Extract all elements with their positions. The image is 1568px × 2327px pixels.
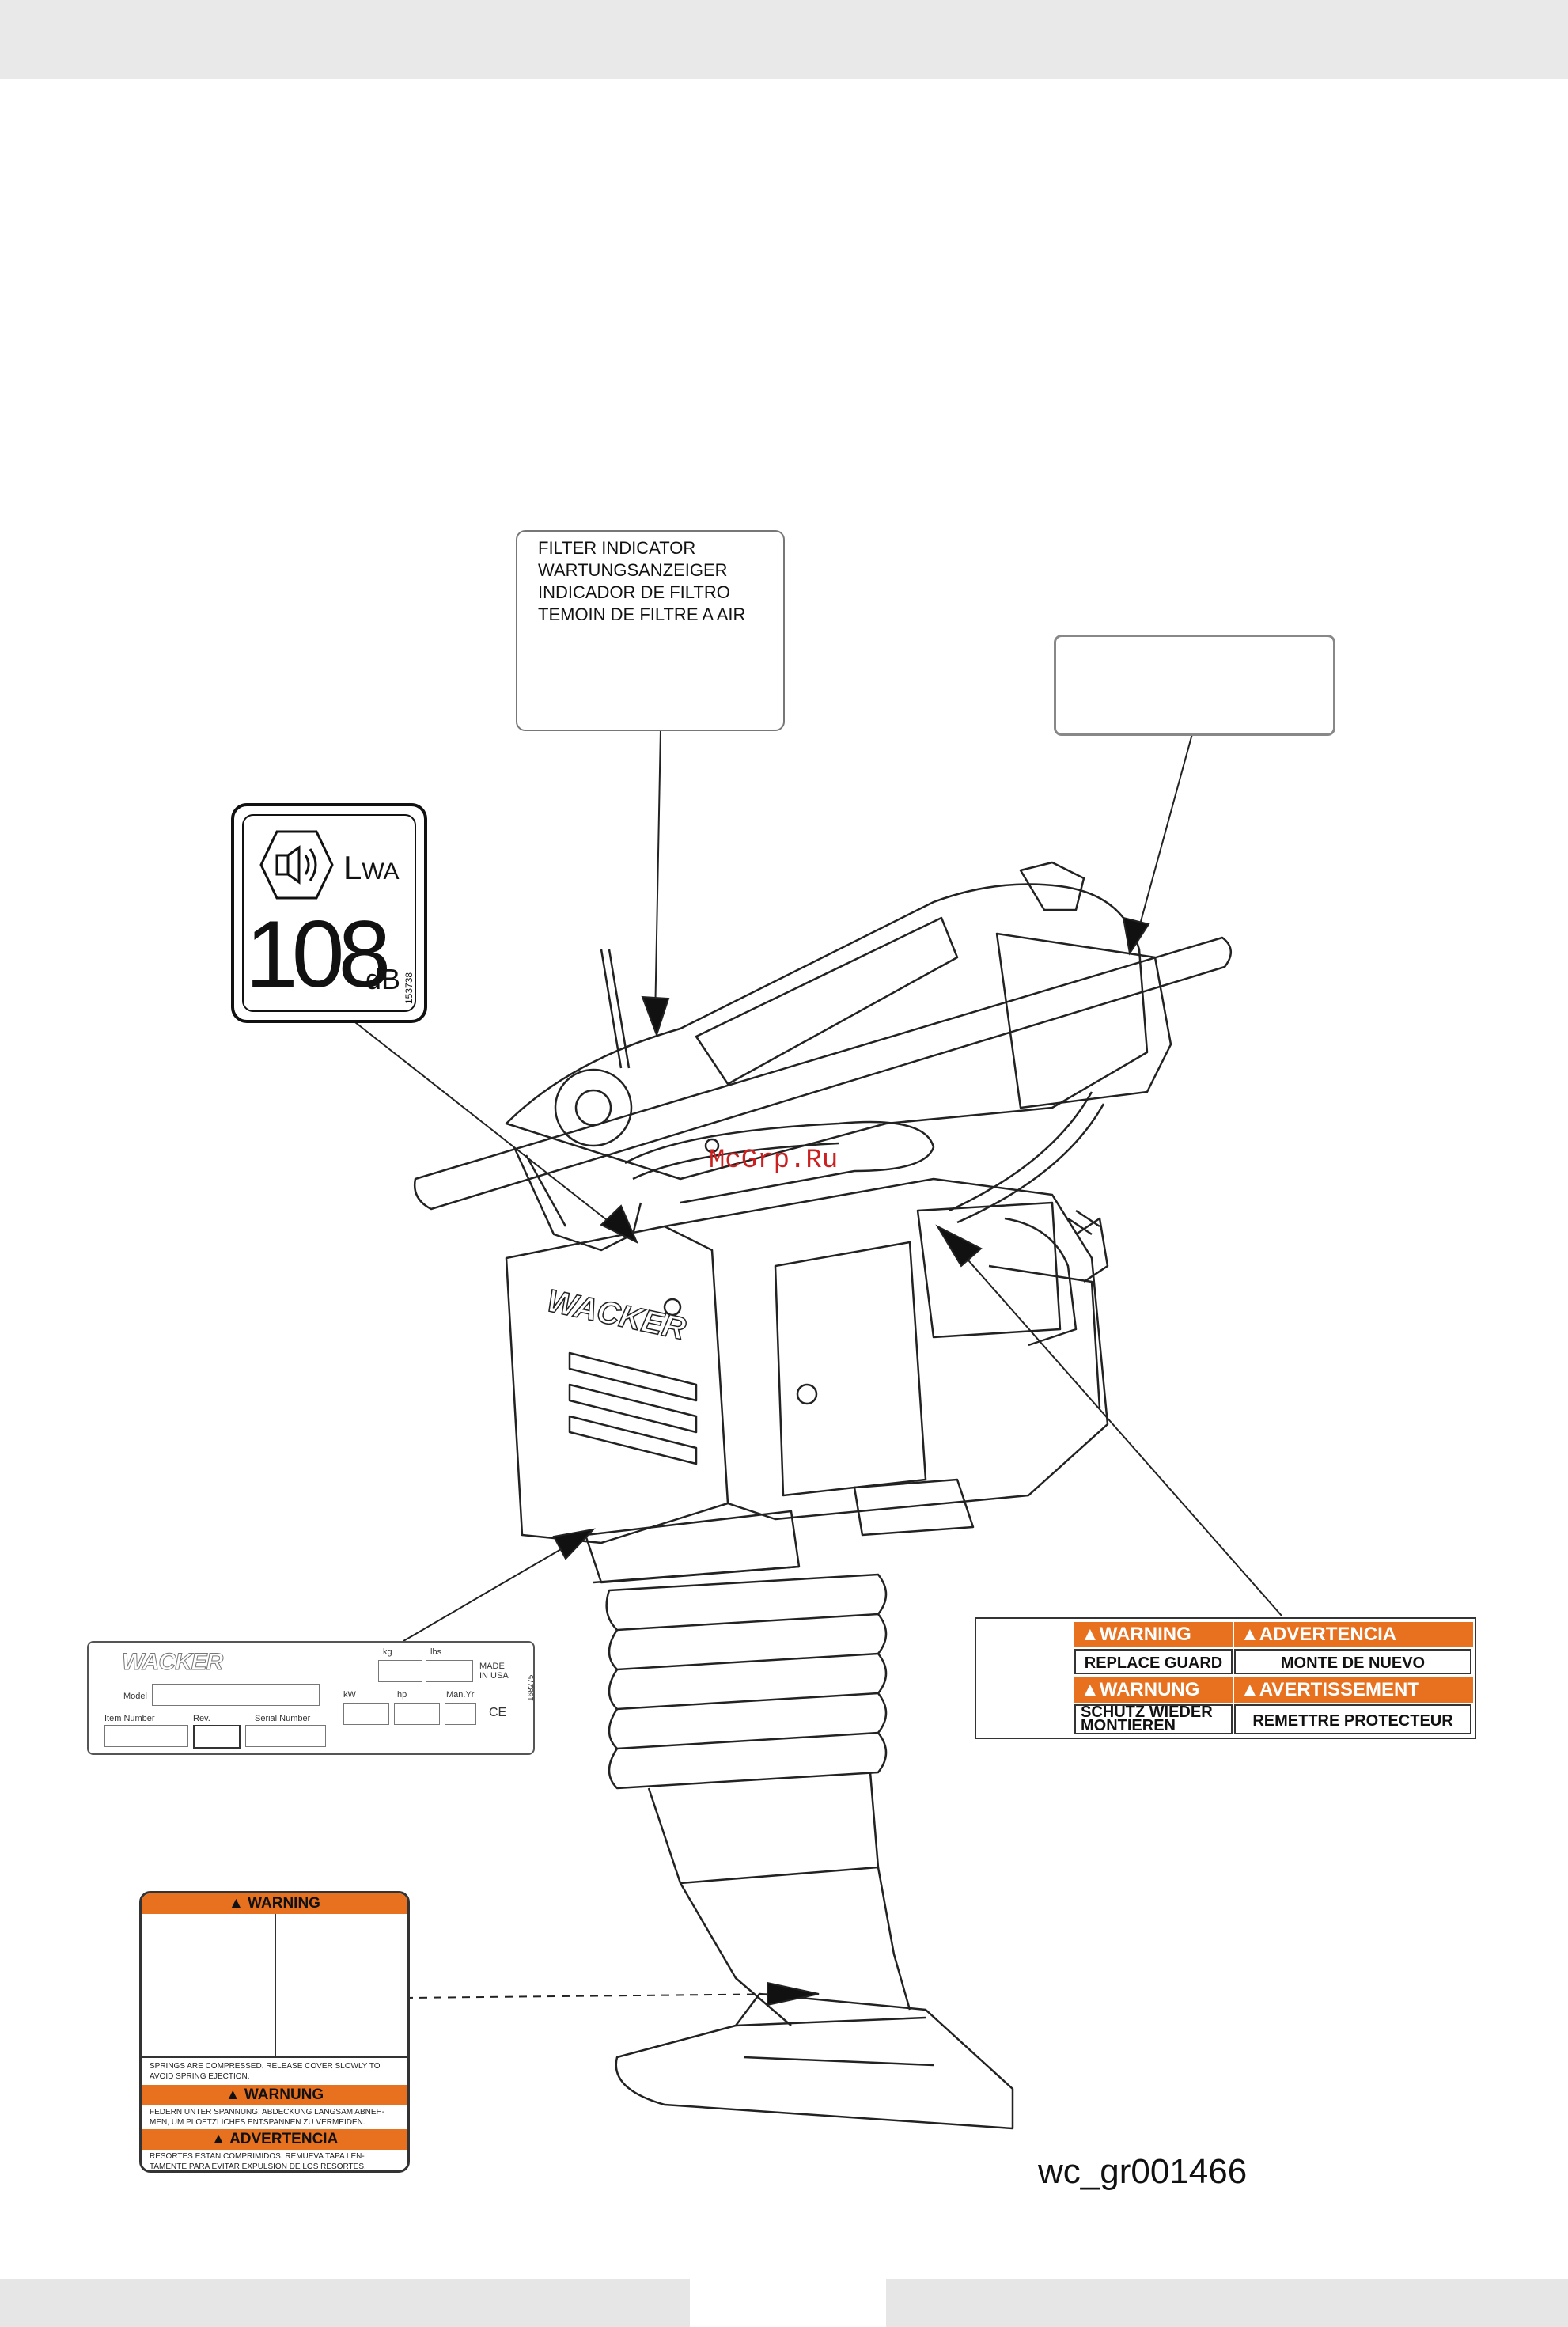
spring-warning-label-fr-section bbox=[139, 2171, 405, 2219]
lwa-symbol-main: L bbox=[343, 849, 362, 886]
filter-label-line-4: TEMOIN DE FILTRE A AIR bbox=[538, 604, 746, 624]
top-header-bar bbox=[0, 0, 1568, 79]
ce-mark: CE bbox=[489, 1706, 507, 1719]
machine-nameplate: WACKER kg lbs MADE IN USA Model kW hp Ma… bbox=[87, 1641, 536, 1755]
spring-text-de: FEDERN UNTER SPANNUNG! ABDECKUNG LANGSAM… bbox=[150, 2108, 385, 2127]
nameplate-brand-logo: WACKER bbox=[121, 1649, 223, 1676]
nameplate-made-in: MADE IN USA bbox=[479, 1662, 509, 1681]
nameplate-man-yr-field bbox=[445, 1703, 476, 1725]
figure-id: wc_gr001466 bbox=[1038, 2152, 1248, 2191]
spring-pictogram-divider bbox=[275, 1914, 276, 2056]
guard-warning-heading-fr: ▲AVERTISSEMENT bbox=[1234, 1677, 1473, 1703]
nameplate-kw: kW bbox=[343, 1690, 356, 1700]
guard-text-es: MONTE DE NUEVO PROTECTOR bbox=[1234, 1649, 1471, 1697]
guard-text-de: SCHUTZ WIEDER MONTIEREN bbox=[1074, 1704, 1233, 1734]
nameplate-serial-number: Serial Number bbox=[255, 1714, 311, 1723]
spring-text-en: SPRINGS ARE COMPRESSED. RELEASE COVER SL… bbox=[150, 2062, 381, 2081]
bellows bbox=[605, 1573, 888, 1790]
lwa-symbol-sub: WA bbox=[362, 858, 400, 885]
guard-warning-heading-en: ▲WARNING bbox=[1074, 1622, 1233, 1647]
sound-power-inner-frame bbox=[242, 814, 416, 1012]
nameplate-lbs-field bbox=[426, 1660, 473, 1682]
spring-warning-label: ▲ WARNING SPRINGS ARE COMPRESSED. RELEAS… bbox=[139, 1891, 410, 2173]
nameplate-kg: kg bbox=[383, 1647, 392, 1657]
nameplate-man-yr: Man.Yr bbox=[446, 1690, 475, 1700]
nameplate-hp: hp bbox=[397, 1690, 407, 1700]
filter-indicator-label: FILTER INDICATOR WARTUNGSANZEIGER INDICA… bbox=[516, 530, 785, 731]
tamping-shoe bbox=[615, 1992, 1014, 2130]
sound-value: 108 bbox=[245, 901, 391, 1007]
nameplate-rev-field bbox=[193, 1725, 241, 1749]
footer-bar-right bbox=[886, 2279, 1568, 2327]
spring-pictogram-panel bbox=[142, 1914, 407, 2058]
filter-service-label bbox=[1054, 635, 1335, 736]
nameplate-item-number: Item Number bbox=[104, 1714, 155, 1723]
watermark: McGrp.Ru bbox=[709, 1146, 839, 1176]
nameplate-kg-field bbox=[378, 1660, 422, 1682]
nameplate-kw-field bbox=[343, 1703, 389, 1725]
guard-warning-heading-de: ▲WARNUNG bbox=[1074, 1677, 1233, 1703]
spring-warning-heading-en: ▲ WARNING bbox=[142, 1893, 407, 1914]
replace-guard-warning-label: ▲WARNING ▲ADVERTENCIA REPLACE GUARD MONT… bbox=[975, 1617, 1476, 1739]
guard-text-fr: REMETTRE PROTECTEUR bbox=[1234, 1704, 1471, 1734]
speaker-icon bbox=[259, 830, 334, 900]
sound-label-code: 153738 bbox=[403, 972, 415, 1004]
guide-handle-bar bbox=[413, 936, 1232, 1211]
footer-bar-left bbox=[0, 2279, 690, 2327]
nameplate-serial-field bbox=[245, 1725, 326, 1747]
nameplate-rev: Rev. bbox=[193, 1714, 210, 1723]
engine-cover bbox=[505, 883, 1149, 1181]
sound-power-label: LWA 108 dB 153738 bbox=[231, 803, 427, 1023]
spring-text-es: RESORTES ESTAN COMPRIMIDOS. REMUEVA TAPA… bbox=[150, 2152, 366, 2171]
sound-unit: dB bbox=[365, 963, 401, 995]
lwa-symbol: LWA bbox=[343, 849, 400, 887]
filter-label-line-2: WARTUNGSANZEIGER bbox=[538, 560, 728, 580]
nameplate-model: Model bbox=[123, 1692, 147, 1701]
spring-warning-heading-de: ▲ WARNUNG bbox=[142, 2085, 407, 2105]
spring-warning-heading-es: ▲ ADVERTENCIA bbox=[142, 2129, 407, 2150]
guard-text-en: REPLACE GUARD bbox=[1074, 1649, 1233, 1674]
nameplate-code: 168275 bbox=[527, 1674, 536, 1701]
nameplate-lbs: lbs bbox=[430, 1647, 442, 1657]
nameplate-model-field bbox=[152, 1684, 320, 1706]
filter-label-line-1: FILTER INDICATOR bbox=[538, 538, 696, 558]
nameplate-hp-field bbox=[394, 1703, 440, 1725]
guard-warning-heading-es: ▲ADVERTENCIA bbox=[1234, 1622, 1473, 1647]
filter-label-line-3: INDICADOR DE FILTRO bbox=[538, 582, 730, 602]
nameplate-item-number-field bbox=[104, 1725, 188, 1747]
